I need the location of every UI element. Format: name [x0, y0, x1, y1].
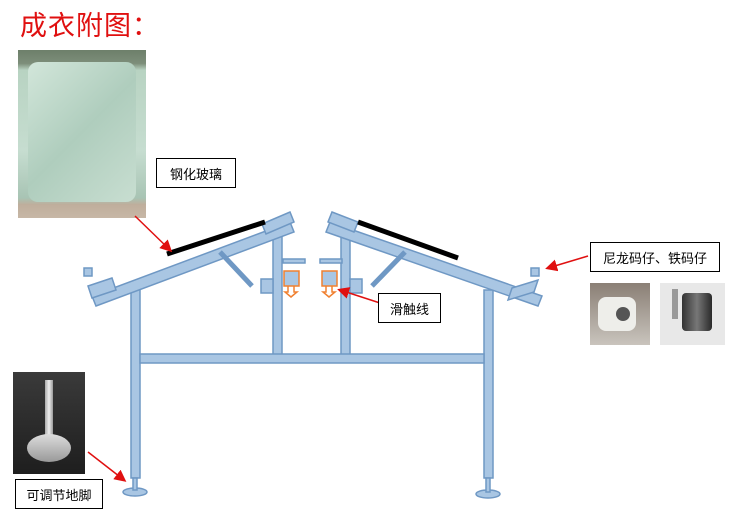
- left-inner-post: [272, 227, 283, 357]
- right-roof-beam: [325, 221, 543, 307]
- right-outer-post: [483, 289, 494, 479]
- left-outer-post: [130, 284, 141, 479]
- glass-label: 钢化玻璃: [156, 158, 236, 188]
- tempered-glass-photo: [18, 50, 146, 218]
- right-conductor: [321, 270, 338, 287]
- adjustable-foot-label: 可调节地脚: [15, 479, 103, 509]
- adjustable-foot-photo: [13, 372, 85, 474]
- glass-arrow: [134, 215, 173, 253]
- iron-roller-photo: [660, 283, 725, 345]
- cross-bar: [139, 353, 485, 364]
- trolley-line-label: 滑触线: [378, 293, 441, 323]
- left-roof-beam: [91, 221, 295, 307]
- left-conductor: [283, 270, 300, 287]
- foot-arrow: [87, 451, 127, 482]
- left-glass: [166, 219, 266, 257]
- roller-arrow: [545, 255, 589, 272]
- right-glass: [357, 219, 459, 261]
- nylon-roller-photo: [590, 283, 650, 345]
- page-title: 成衣附图：: [20, 11, 160, 42]
- conductor-arrow: [337, 287, 381, 304]
- rollers-label: 尼龙码仔、铁码仔: [590, 242, 720, 272]
